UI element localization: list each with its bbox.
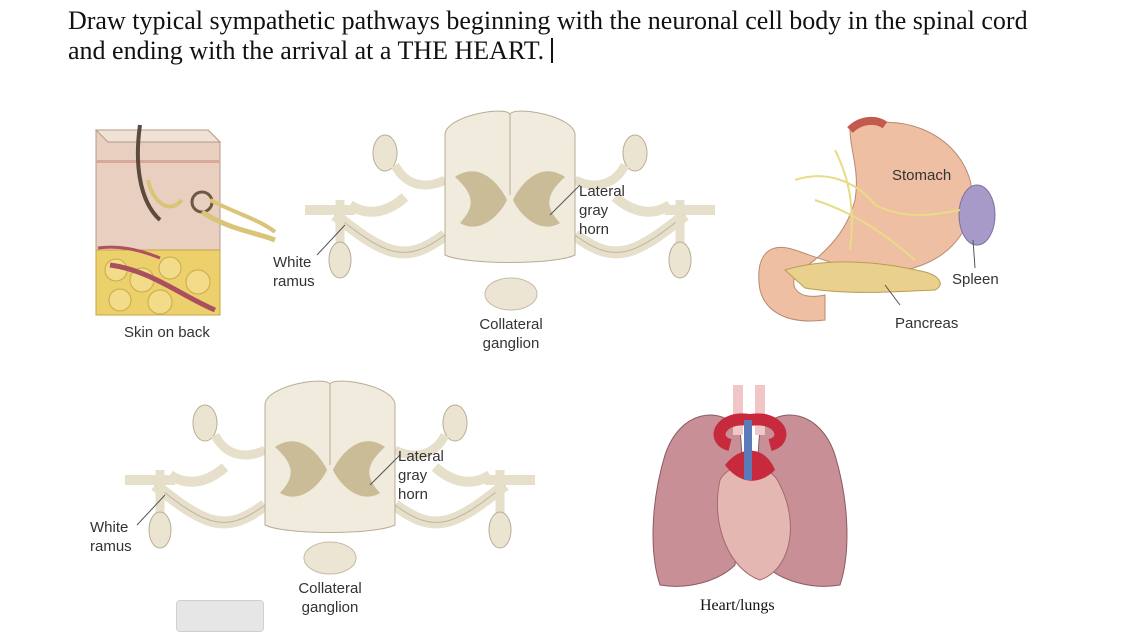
pancreas-label: Pancreas — [895, 315, 959, 332]
skin-on-back-label: Skin on back — [124, 324, 210, 341]
spinal-cord-bottom — [125, 380, 535, 549]
heart-lungs-label: Heart/lungs — [700, 597, 775, 614]
lateral-gray-horn-label-top: Lateral gray horn — [579, 183, 625, 238]
cut-off-button[interactable] — [176, 600, 264, 632]
collateral-ganglion-label-bottom: Collateral ganglion — [298, 580, 362, 616]
lateral-gray-horn-label-bottom: Lateral gray horn — [398, 448, 444, 503]
collateral-ganglion-top — [484, 277, 538, 311]
spleen-label: Spleen — [952, 271, 999, 288]
collateral-ganglion-label-top: Collateral ganglion — [479, 316, 543, 352]
question-text: Draw typical sympathetic pathways beginn… — [68, 6, 1028, 65]
white-ramus-label-top: White ramus — [273, 254, 315, 290]
heart-lungs-illustration — [652, 385, 848, 587]
question-prompt[interactable]: Draw typical sympathetic pathways beginn… — [68, 6, 1068, 66]
spinal-cord-top — [305, 110, 715, 279]
collateral-ganglion-bottom — [303, 541, 357, 575]
text-cursor — [551, 38, 553, 63]
white-ramus-label-bottom: White ramus — [90, 519, 132, 555]
stomach-illustration — [758, 116, 996, 322]
stomach-label: Stomach — [892, 167, 952, 184]
skin-illustration — [94, 124, 277, 316]
